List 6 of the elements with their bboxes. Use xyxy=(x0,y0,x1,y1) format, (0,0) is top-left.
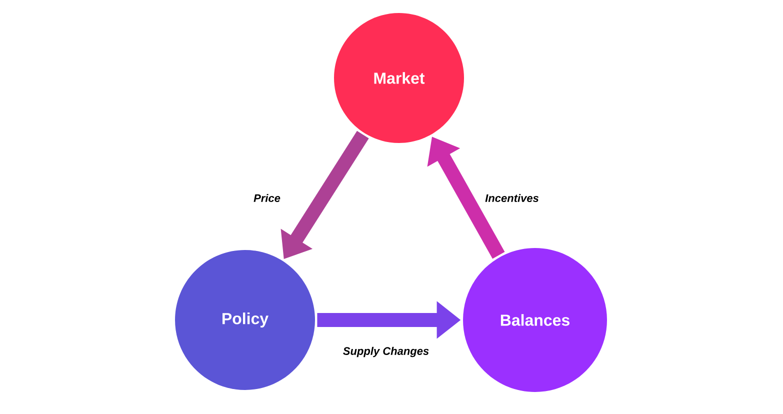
edge-label: Supply Changes xyxy=(343,346,429,358)
circle-node: Balances xyxy=(463,248,607,392)
circle-node: Market xyxy=(334,13,464,143)
edge-label: Price xyxy=(254,194,280,202)
circle-node: Policy xyxy=(175,250,315,390)
edge-label: Incentives xyxy=(485,194,539,202)
